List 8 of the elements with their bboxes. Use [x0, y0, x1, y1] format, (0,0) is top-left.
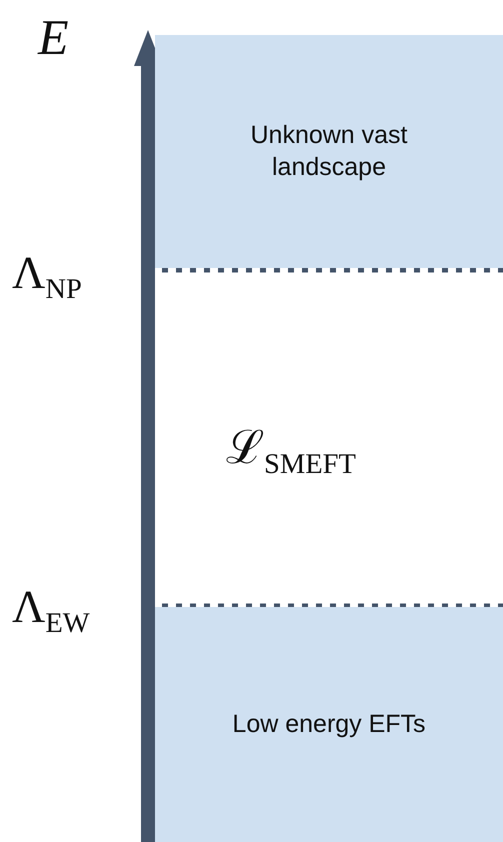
- energy-band: [155, 607, 503, 842]
- band-label: Low energy EFTs: [231, 708, 427, 740]
- energy-band: [155, 35, 503, 268]
- band-label: Unknown vast landscape: [249, 120, 409, 182]
- scale-label: Λ$_{NP}$: [12, 250, 82, 304]
- axis-label: E: [38, 12, 69, 62]
- scale-label: Λ$_{EW}$: [12, 584, 90, 638]
- lagrangian-label: ℒ$_{SMEFT}$: [226, 425, 356, 480]
